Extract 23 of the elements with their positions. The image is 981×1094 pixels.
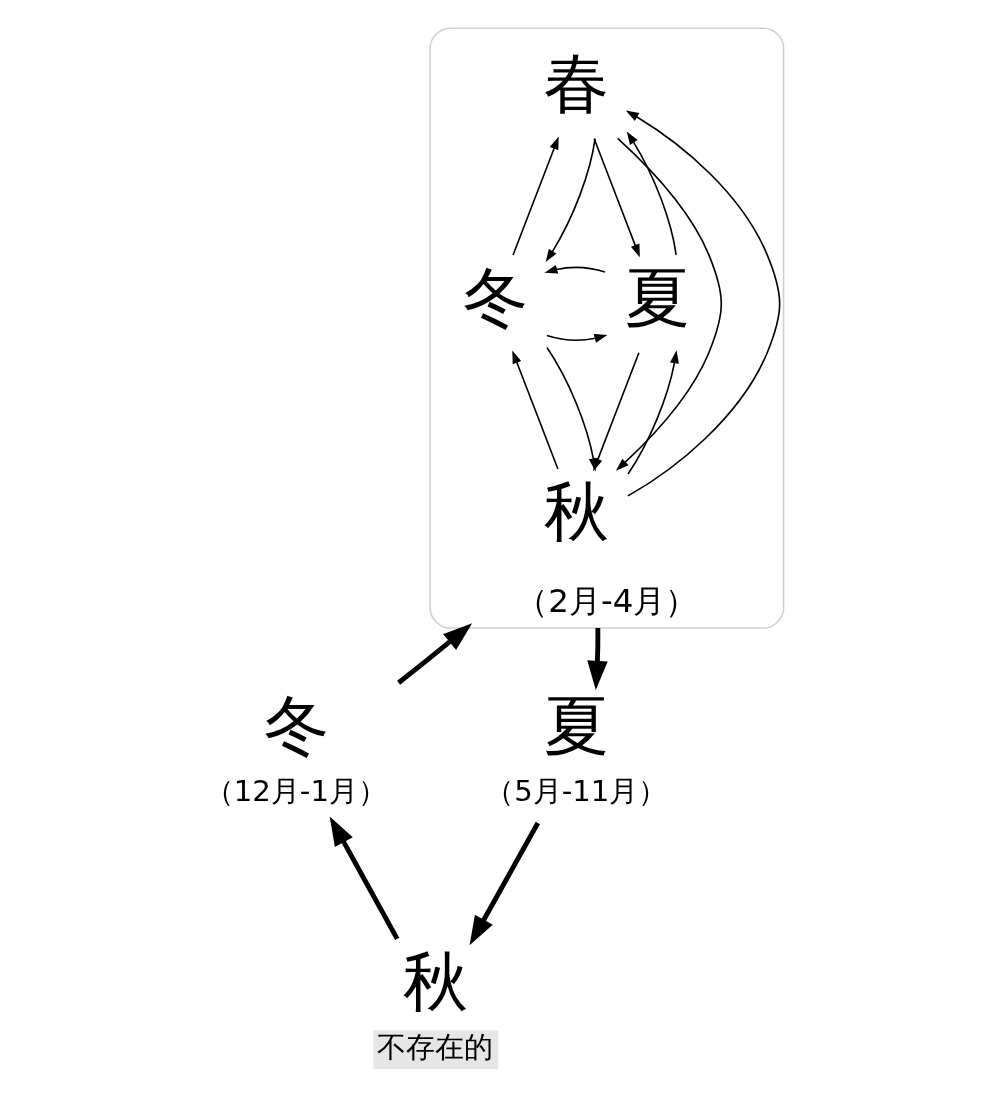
node-text: 春 xyxy=(543,46,609,122)
arrow xyxy=(397,623,473,685)
arrow xyxy=(546,333,608,343)
node-text: 夏 （5月-11月） xyxy=(485,688,668,808)
arrow xyxy=(544,264,606,274)
node-text: 秋 xyxy=(543,474,609,550)
arrow xyxy=(545,137,596,263)
arrow xyxy=(512,136,559,256)
node-box: 不存在的 xyxy=(373,1030,499,1070)
arrow xyxy=(627,350,679,475)
arrow xyxy=(512,350,559,470)
node-text: 夏 xyxy=(624,260,690,336)
node-text: 冬 （12月-1月） xyxy=(204,688,387,808)
arrow xyxy=(593,137,640,258)
arrow xyxy=(615,137,723,471)
arrow xyxy=(329,816,400,941)
arrow xyxy=(626,131,677,256)
arrow xyxy=(587,628,608,691)
arrow xyxy=(593,351,640,472)
arrow xyxy=(625,110,781,497)
arrow xyxy=(469,821,540,946)
node-text: 冬 xyxy=(462,260,528,336)
node-label: 秋 xyxy=(403,944,469,1020)
